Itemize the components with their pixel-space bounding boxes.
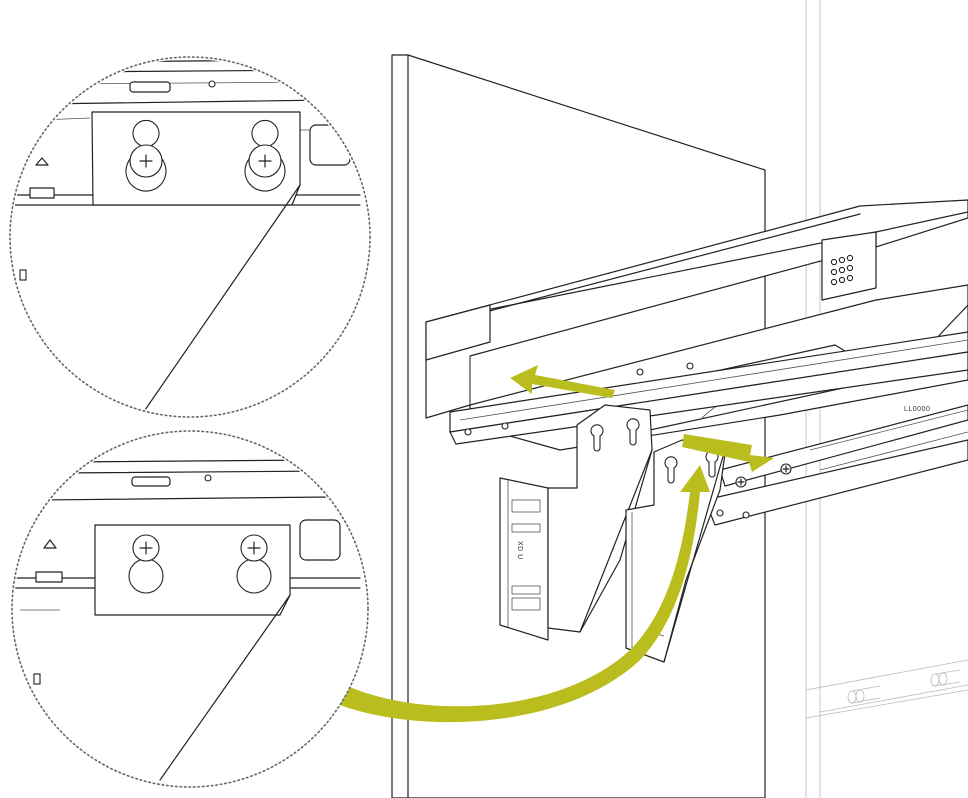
- direction-arrows: [337, 365, 774, 723]
- arrow-right: [682, 434, 774, 472]
- callout-keyhole-2: [244, 119, 286, 192]
- detail-callout-before: [9, 56, 371, 418]
- front-bracket: XD U: [499, 404, 653, 641]
- runner-screw: [780, 463, 792, 475]
- part-marking: LL0000: [904, 406, 930, 413]
- drawer-bolts: [830, 254, 854, 286]
- keyhole-slots: [590, 418, 640, 452]
- callout-keyhole-1: [125, 119, 167, 192]
- rear-bracket: [625, 439, 747, 663]
- bracket-marking: XD U: [516, 541, 523, 560]
- arrow-left: [510, 365, 615, 398]
- arrow-curved: [337, 465, 710, 723]
- slide-runner: [449, 331, 968, 526]
- rear-bracket-screw: [735, 476, 747, 488]
- detail-callout-after: [11, 430, 369, 788]
- callout-screw-2: [236, 534, 272, 594]
- callout-screw-1: [128, 534, 164, 594]
- runner-holes: [464, 362, 750, 519]
